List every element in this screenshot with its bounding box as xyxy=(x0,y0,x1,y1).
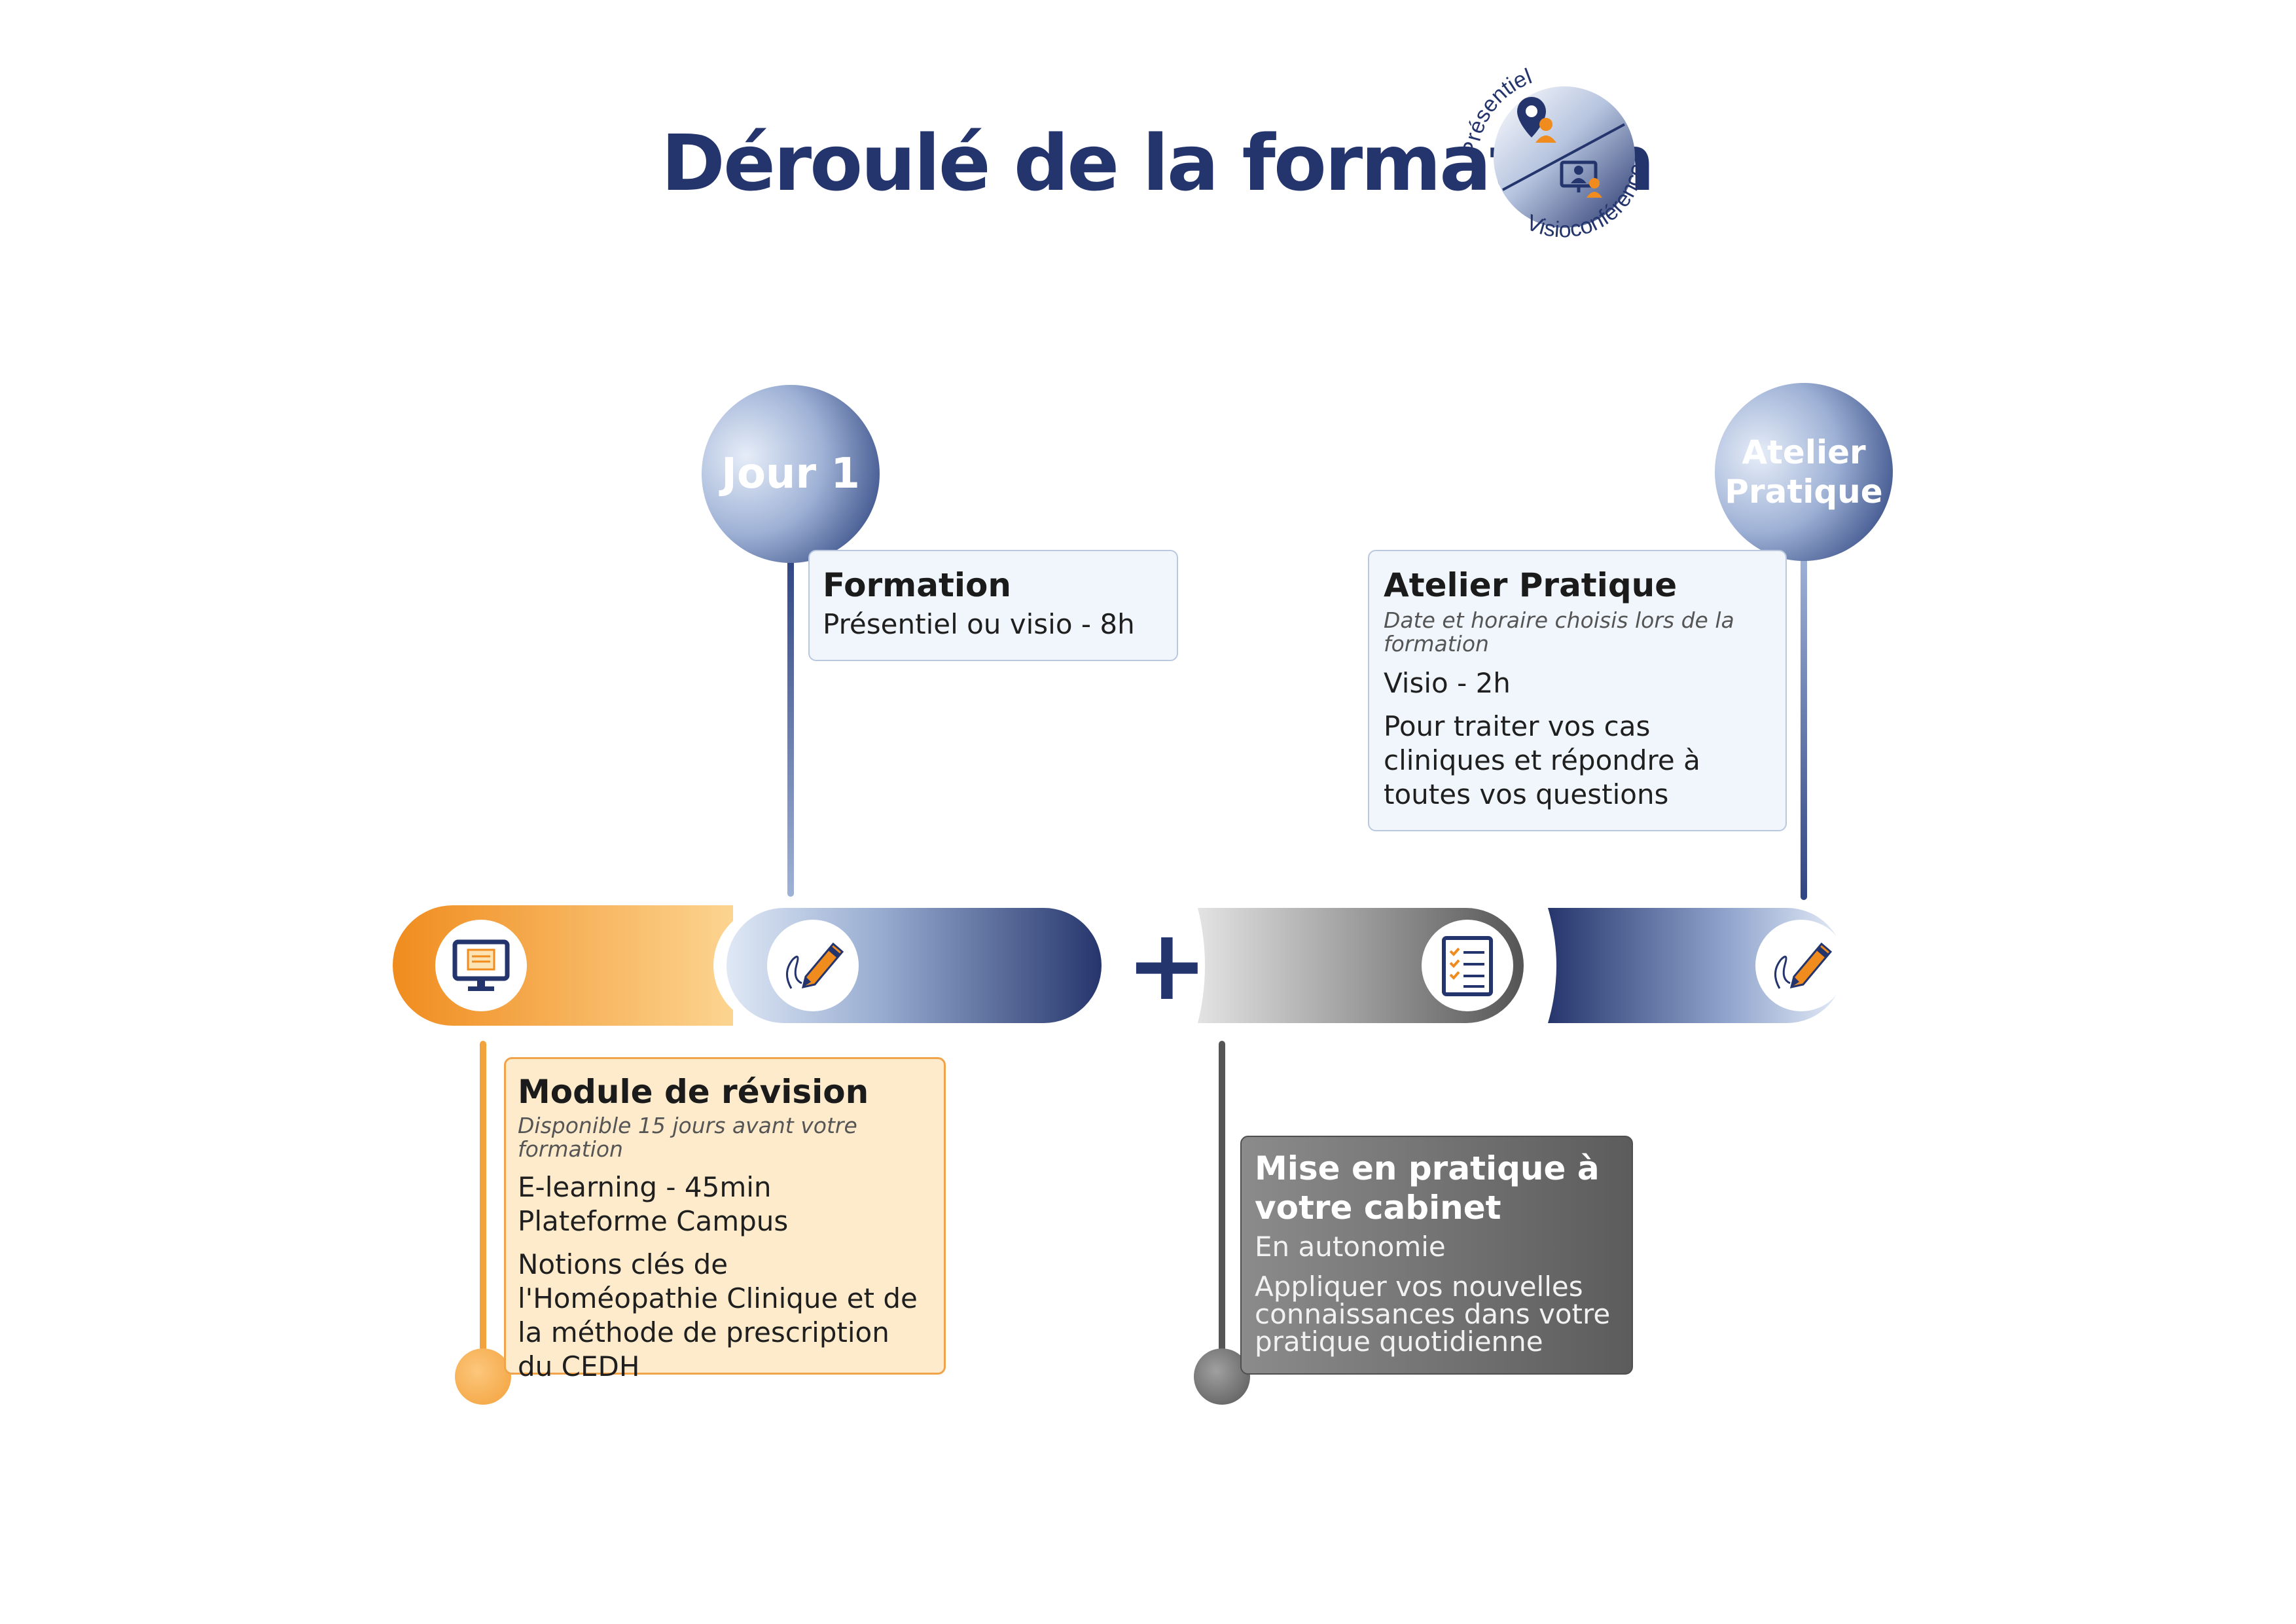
page-title: Déroulé de la formation xyxy=(661,118,1655,208)
bubble-jour1: Jour 1 xyxy=(702,385,880,563)
stem-jour1 xyxy=(787,553,794,897)
card-pratique-description: Appliquer vos nouvelles connaissances da… xyxy=(1255,1271,1611,1358)
card-module-detail-1: E-learning - 45min xyxy=(518,1171,772,1203)
stem-module xyxy=(480,1041,486,1355)
card-pratique-detail: En autonomie xyxy=(1255,1231,1446,1263)
pen-icon-wrap-2 xyxy=(1755,920,1847,1011)
card-module-note: Disponible 15 jours avant votre formatio… xyxy=(518,1113,857,1162)
card-mise-en-pratique: Mise en pratique à votre cabinet En auto… xyxy=(1240,1136,1633,1375)
location-pin-icon xyxy=(1517,97,1556,143)
card-module-heading: Module de révision xyxy=(518,1073,869,1111)
checklist-icon xyxy=(1442,936,1493,996)
card-atelier: Atelier Pratique Date et horaire choisis… xyxy=(1368,550,1787,831)
plus-sign: + xyxy=(1126,909,1208,1022)
card-atelier-description: Pour traiter vos cas cliniques et répond… xyxy=(1384,710,1700,810)
card-formation: Formation Présentiel ou visio - 8h xyxy=(808,550,1178,661)
monitor-icon xyxy=(452,939,510,991)
card-module-description: Notions clés de l'Homéopathie Clinique e… xyxy=(518,1248,918,1382)
pen-signature-icon xyxy=(786,942,844,989)
card-atelier-note: Date et horaire choisis lors de la forma… xyxy=(1384,607,1734,657)
pen-signature-icon xyxy=(1774,942,1833,989)
card-pratique-heading: Mise en pratique à votre cabinet xyxy=(1255,1149,1600,1227)
card-formation-detail: Présentiel ou visio - 8h xyxy=(823,608,1135,640)
card-atelier-heading: Atelier Pratique xyxy=(1384,566,1677,604)
card-module-revision: Module de révision Disponible 15 jours a… xyxy=(504,1057,946,1382)
stem-module-dot xyxy=(455,1348,511,1405)
stem-pratique xyxy=(1219,1041,1225,1355)
card-module-detail-2: Plateforme Campus xyxy=(518,1205,789,1237)
stem-atelier xyxy=(1801,553,1807,900)
card-atelier-detail: Visio - 2h xyxy=(1384,667,1511,699)
video-conference-icon xyxy=(1560,160,1602,198)
pen-icon-wrap-1 xyxy=(767,920,859,1011)
bubble-atelier-pratique: Atelier Pratique xyxy=(1715,383,1893,561)
card-formation-heading: Formation xyxy=(823,566,1011,604)
monitor-icon-wrap xyxy=(435,920,527,1011)
mode-badge: Présentiel Visioconférence xyxy=(1458,64,1650,243)
checklist-icon-wrap xyxy=(1422,920,1513,1011)
